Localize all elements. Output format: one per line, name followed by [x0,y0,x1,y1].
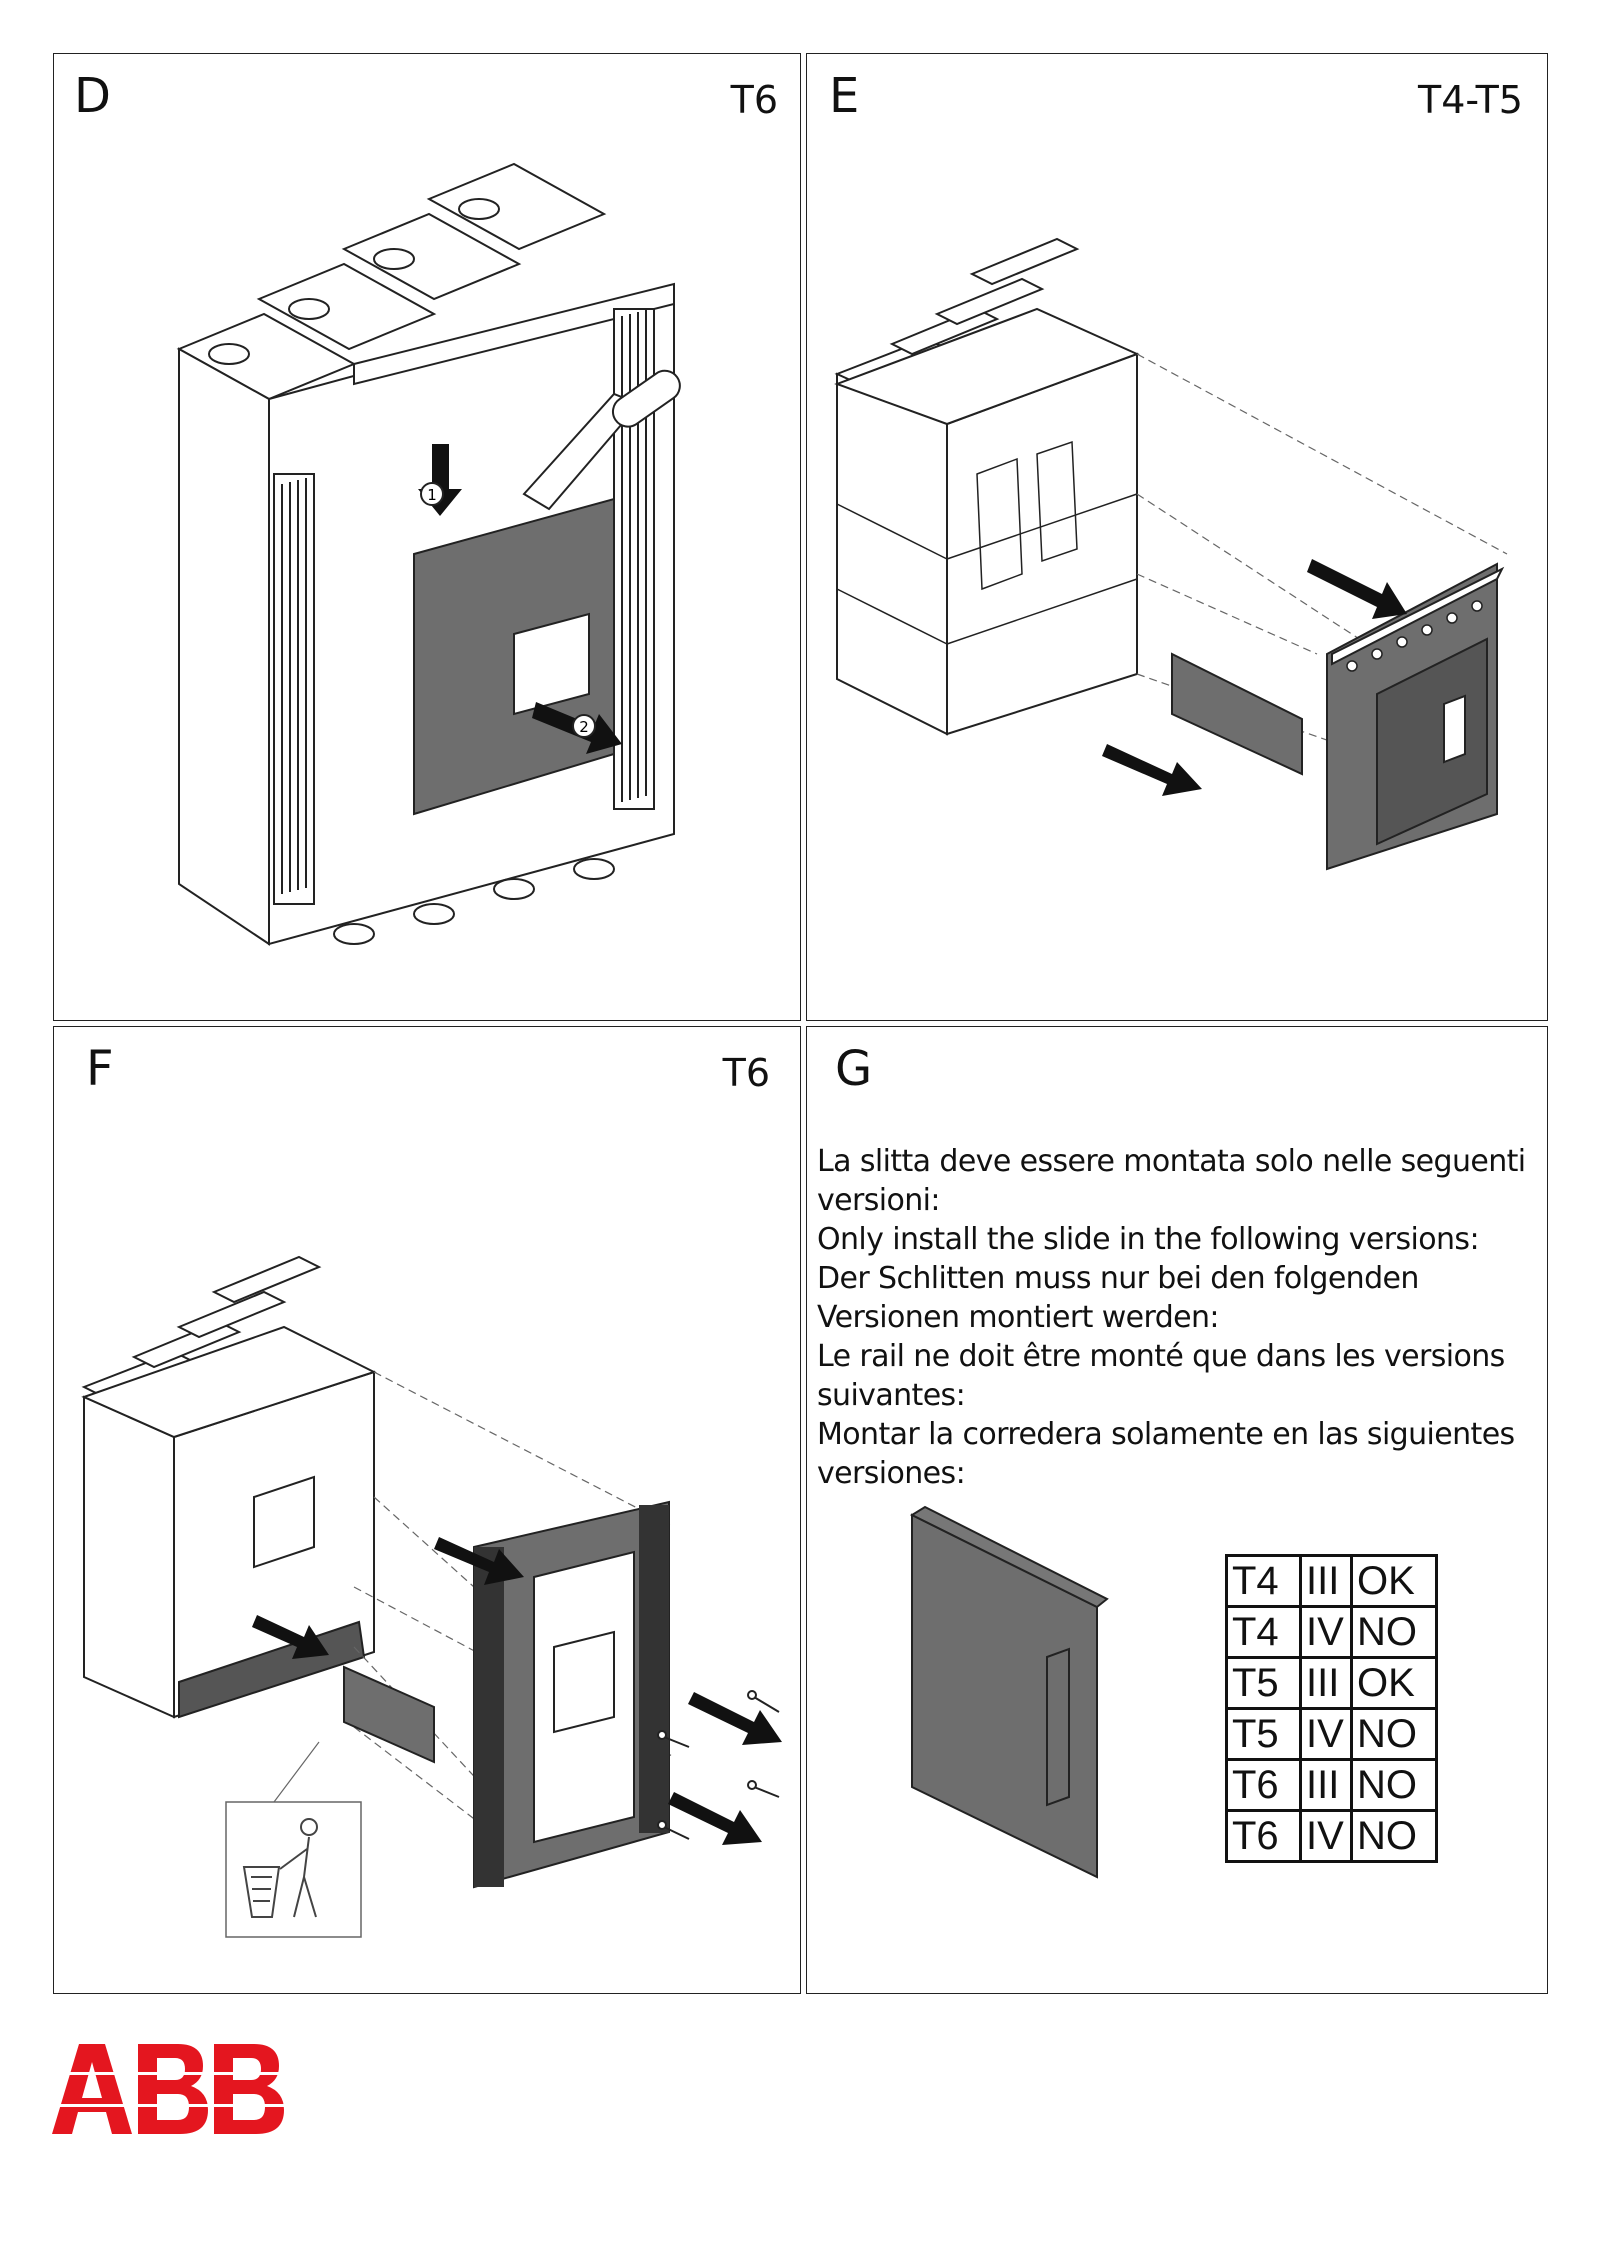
table-row: T5 IV NO [1225,1707,1438,1761]
panel-d-letter: D [74,68,111,124]
panel-e-illustration [834,237,1508,871]
panel-f-model: T6 [722,1051,770,1095]
table-cell-model: T5 [1225,1656,1302,1710]
slide-illustration [909,1505,1109,1879]
table-cell-status: NO [1350,1809,1438,1863]
table-cell-poles: III [1299,1758,1353,1812]
instruction-line: Montar la corredera solamente en las sig… [817,1417,1515,1452]
table-cell-model: T4 [1225,1554,1302,1608]
table-cell-model: T6 [1225,1809,1302,1863]
compatibility-table: T4 III OK T4 IV NO T5 III OK T5 IV NO T6… [1225,1554,1438,1863]
table-row: T4 IV NO [1225,1605,1438,1659]
panel-g-letter: G [835,1041,873,1097]
table-cell-status: NO [1350,1605,1438,1659]
table-cell-poles: IV [1299,1809,1353,1863]
instruction-line: La slitta deve essere montata solo nelle… [817,1144,1526,1179]
table-cell-poles: IV [1299,1707,1353,1761]
panel-f: F T6 [53,1026,801,1994]
panel-e-letter: E [829,68,860,124]
table-cell-status: OK [1350,1656,1438,1710]
instruction-line: versioni: [817,1183,941,1218]
table-cell-model: T4 [1225,1605,1302,1659]
instruction-line: Le rail ne doit être monté que dans les … [817,1339,1505,1374]
instructions-text: La slitta deve essere montata solo nelle… [817,1142,1526,1493]
panel-e: E T4-T5 [806,53,1548,1021]
panel-d-illustration: 1 2 [176,162,681,946]
panel-d: D T6 [53,53,801,1021]
table-row: T6 IV NO [1225,1809,1438,1863]
callout-1: 1 [427,486,437,504]
panel-d-model: T6 [730,78,778,122]
panel-f-illustration [81,1255,782,1938]
table-row: T5 III OK [1225,1656,1438,1710]
table-cell-status: NO [1350,1707,1438,1761]
table-cell-model: T5 [1225,1707,1302,1761]
table-cell-status: OK [1350,1554,1438,1608]
instruction-line: Der Schlitten muss nur bei den folgenden [817,1261,1419,1296]
abb-logo [52,2044,292,2134]
table-cell-poles: III [1299,1656,1353,1710]
instruction-line: Versionen montiert werden: [817,1300,1220,1335]
table-row: T6 III NO [1225,1758,1438,1812]
panel-g: G La slitta deve essere montata solo nel… [806,1026,1548,1994]
table-row: T4 III OK [1225,1554,1438,1608]
callout-2: 2 [579,718,589,736]
table-cell-status: NO [1350,1758,1438,1812]
instruction-line: Only install the slide in the following … [817,1222,1480,1257]
instruction-line: versiones: [817,1456,966,1491]
table-cell-poles: III [1299,1554,1353,1608]
table-cell-poles: IV [1299,1605,1353,1659]
instruction-line: suivantes: [817,1378,966,1413]
panel-f-letter: F [86,1041,114,1097]
table-cell-model: T6 [1225,1758,1302,1812]
panel-e-model: T4-T5 [1417,78,1523,122]
